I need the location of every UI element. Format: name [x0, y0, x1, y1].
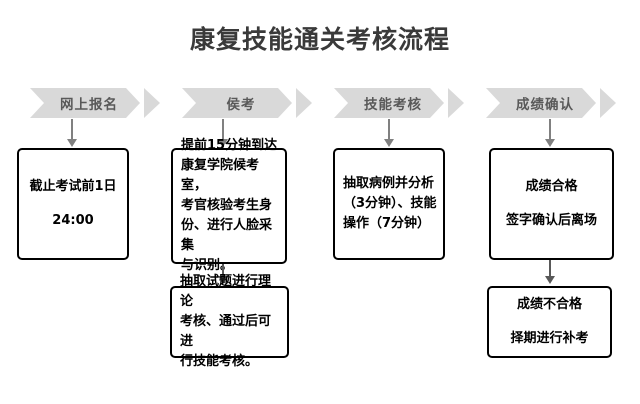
stage-chevron-1[interactable]: 网上报名 — [30, 88, 140, 118]
process-box-registration-line2: 24:00 — [52, 213, 94, 228]
connector-arrow-icon-stage1-to-box1 — [67, 139, 77, 147]
process-box-theory-exam-line1: 抽取试题进行理论 — [180, 273, 272, 309]
connector-line-box2-to-box2b — [222, 264, 224, 278]
connector-line-stage2-to-box2 — [222, 119, 224, 141]
process-box-waiting-room-line1: 提前15分钟到达 — [181, 137, 278, 153]
process-box-result-fail[interactable]: 成绩不合格 择期进行补考 — [487, 286, 612, 358]
stage-chevron-4[interactable]: 成绩确认 — [486, 88, 596, 118]
connector-arrow-icon-box2-to-box2b — [218, 276, 228, 284]
process-box-registration-line1: 截止考试前1日 — [29, 178, 117, 194]
stage-chevron-label-4: 成绩确认 — [516, 97, 574, 113]
connector-line-stage4-to-box4 — [549, 119, 551, 141]
process-box-skill-exam-line3: 操作（7分钟） — [343, 216, 431, 232]
connector-line-stage3-to-box3 — [388, 119, 390, 141]
process-box-waiting-room[interactable]: 提前15分钟到达 康复学院候考室， 考官核验考生身 份、进行人脸采集 与识别。 — [171, 138, 287, 273]
connector-arrow-icon-stage3-to-box3 — [384, 139, 394, 147]
stage-chevron-2[interactable]: 侯考 — [182, 88, 292, 118]
process-box-skill-exam-line2: （3分钟）、技能 — [343, 195, 437, 211]
process-box-waiting-room-line5: 与识别。 — [181, 258, 234, 274]
process-box-theory-exam-line2: 考核、通过后可进 — [180, 313, 272, 350]
process-box-registration[interactable]: 截止考试前1日 24:00 — [17, 148, 129, 260]
process-box-theory-exam-line3: 行技能考核。 — [180, 354, 259, 370]
process-box-theory-exam[interactable]: 抽取试题进行理论 考核、通过后可进 行技能考核。 — [170, 274, 289, 369]
connector-arrow-icon-stage4-to-box4 — [545, 139, 555, 147]
chevron-arrow-icon-4 — [600, 88, 616, 118]
chevron-arrow-icon-3 — [448, 88, 464, 118]
connector-arrow-icon-stage2-to-box2 — [218, 139, 228, 147]
stage-chevron-label-1: 网上报名 — [60, 97, 118, 113]
stage-chevron-label-3: 技能考核 — [364, 97, 422, 113]
connector-arrow-icon-box4-to-box4b — [545, 276, 555, 284]
process-box-waiting-room-line3: 考官核验考生身 — [181, 197, 273, 213]
chevron-arrow-icon-2 — [296, 88, 312, 118]
process-box-result-fail-line1: 成绩不合格 — [516, 296, 582, 312]
process-box-result-pass-line2: 签字确认后离场 — [505, 213, 597, 228]
process-box-result-pass[interactable]: 成绩合格 签字确认后离场 — [489, 148, 614, 260]
process-box-result-pass-line1: 成绩合格 — [525, 178, 578, 194]
page-title: 康复技能通关考核流程 — [189, 25, 450, 54]
stage-chevron-label-2: 侯考 — [226, 97, 256, 113]
process-box-waiting-room-line2: 康复学院候考室， — [181, 157, 260, 193]
connector-line-stage1-to-box1 — [71, 119, 73, 141]
connector-line-box4-to-box4b — [549, 260, 551, 278]
process-box-waiting-room-line4: 份、进行人脸采集 — [181, 218, 273, 254]
chevron-arrow-icon-1 — [144, 88, 160, 118]
stage-chevron-3[interactable]: 技能考核 — [334, 88, 444, 118]
process-box-skill-exam[interactable]: 抽取病例并分析 （3分钟）、技能 操作（7分钟） — [333, 148, 445, 260]
process-box-skill-exam-line1: 抽取病例并分析 — [343, 175, 435, 191]
process-box-result-fail-line2: 择期进行补考 — [510, 331, 589, 346]
